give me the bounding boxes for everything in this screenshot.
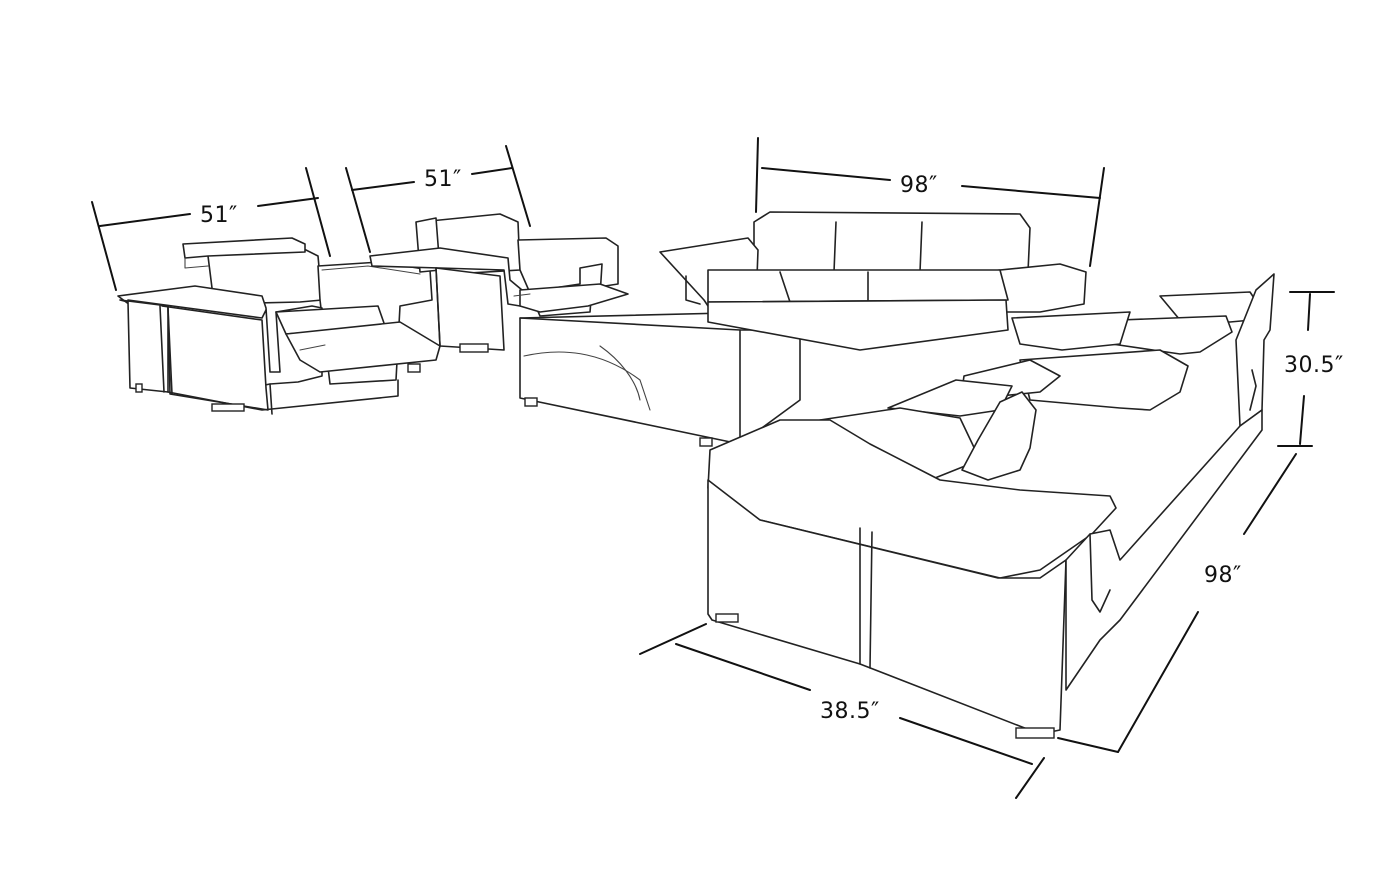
sectional-length-label: 98″	[1204, 563, 1242, 588]
sectional-depth-label: 38.5″	[820, 699, 880, 724]
dimension-chair-middle	[345, 145, 531, 253]
recliner-chair-left	[117, 237, 441, 415]
dimension-sectional-height	[1277, 291, 1335, 447]
dimension-chair-left	[91, 167, 331, 291]
sectional-height-label: 30.5″	[1284, 353, 1344, 378]
dimension-sectional-length	[1057, 453, 1297, 753]
chair-left-width-label: 51″	[200, 203, 238, 228]
coffee-table	[519, 311, 801, 447]
three-seat-sofa	[659, 211, 1087, 351]
dimension-sofa	[755, 137, 1105, 267]
recliner-chair-middle	[369, 213, 629, 353]
dimension-sectional-depth	[639, 623, 1045, 799]
chair-middle-width-label: 51″	[424, 167, 462, 192]
sofa-width-label: 98″	[900, 173, 938, 198]
sectional-sofa	[707, 273, 1275, 739]
